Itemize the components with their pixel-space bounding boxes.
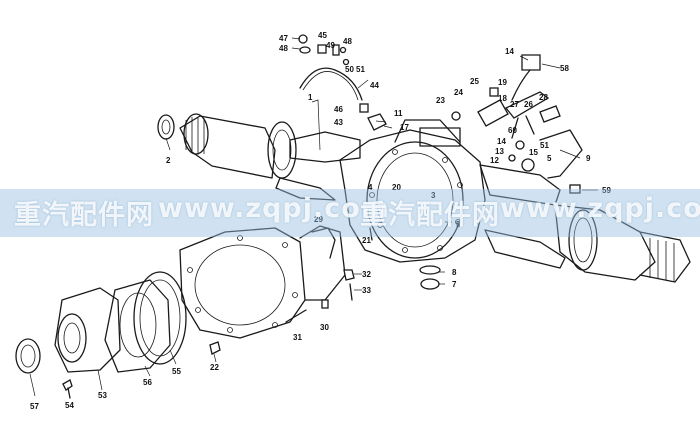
callout-8: 8 <box>452 268 457 277</box>
callout-59: 59 <box>602 186 611 195</box>
callout-7: 7 <box>452 280 457 289</box>
callout-20: 20 <box>392 183 401 192</box>
valve-assembly <box>451 54 583 194</box>
differential-carrier <box>179 225 346 339</box>
callout-48b: 48 <box>343 37 352 46</box>
callout-4: 4 <box>368 183 373 192</box>
callout-25: 25 <box>470 77 479 86</box>
gasket <box>133 271 187 365</box>
callout-22: 22 <box>210 363 219 372</box>
watermark-band <box>0 189 700 237</box>
callout-3: 3 <box>431 191 436 200</box>
callout-48: 48 <box>279 44 288 53</box>
callout-47: 47 <box>279 34 288 43</box>
callout-23: 23 <box>436 96 445 105</box>
callout-43: 43 <box>334 118 343 127</box>
callout-17: 17 <box>400 123 409 132</box>
callout-58: 58 <box>560 64 569 73</box>
seal-ring-2 <box>157 114 175 140</box>
callout-45: 45 <box>318 31 327 40</box>
callout-5: 5 <box>547 154 552 163</box>
callout-49: 49 <box>326 41 335 50</box>
watermark-cn-1: 重汽配件网 <box>14 200 154 231</box>
watermark-url-1: www.zqpj.com <box>158 193 390 224</box>
callout-21: 21 <box>362 236 371 245</box>
cover <box>54 287 121 373</box>
callout-14b: 14 <box>497 137 506 146</box>
callout-18: 18 <box>498 94 507 103</box>
fasteners <box>62 227 441 399</box>
callout-numbers: 47 48 45 49 48 50 51 44 46 43 1 11 17 2 … <box>30 31 611 411</box>
callout-30: 30 <box>320 323 329 332</box>
leader-lines <box>29 37 598 397</box>
cover-flange <box>104 279 171 373</box>
callout-15: 15 <box>529 148 538 157</box>
callout-51: 51 <box>356 65 365 74</box>
callout-5b: 5 <box>456 220 461 229</box>
callout-44: 44 <box>370 81 379 90</box>
callout-57: 57 <box>30 402 39 411</box>
callout-50: 50 <box>345 65 354 74</box>
callout-27: 27 <box>510 100 519 109</box>
callout-28: 28 <box>539 93 548 102</box>
watermark-url-2: www.zqpj.com <box>500 193 700 224</box>
callout-55: 55 <box>172 367 181 376</box>
watermark-cn-2: 重汽配件网 <box>360 200 500 231</box>
seal-ring-57 <box>15 338 41 374</box>
callout-31: 31 <box>293 333 302 342</box>
callout-46: 46 <box>334 105 343 114</box>
watermark: 重汽配件网 www.zqpj.com 重汽配件网 www.zqpj.com <box>0 193 700 233</box>
callout-19: 19 <box>498 78 507 87</box>
callout-9: 9 <box>586 154 591 163</box>
callout-26: 26 <box>524 100 533 109</box>
callout-11: 11 <box>394 109 403 118</box>
callout-60: 60 <box>508 126 517 135</box>
callout-13: 13 <box>495 147 504 156</box>
callout-56: 56 <box>143 378 152 387</box>
callout-53: 53 <box>98 391 107 400</box>
axle-housing <box>179 113 691 283</box>
callout-12: 12 <box>490 156 499 165</box>
callout-32: 32 <box>362 270 371 279</box>
callout-51b: 51 <box>540 141 549 150</box>
callout-14: 14 <box>505 47 514 56</box>
callout-1: 1 <box>308 93 313 102</box>
breather-hose-assembly <box>298 34 387 131</box>
callout-24: 24 <box>454 88 463 97</box>
callout-54: 54 <box>65 401 74 410</box>
callout-33: 33 <box>362 286 371 295</box>
callout-2: 2 <box>166 156 171 165</box>
callout-29: 29 <box>314 215 323 224</box>
